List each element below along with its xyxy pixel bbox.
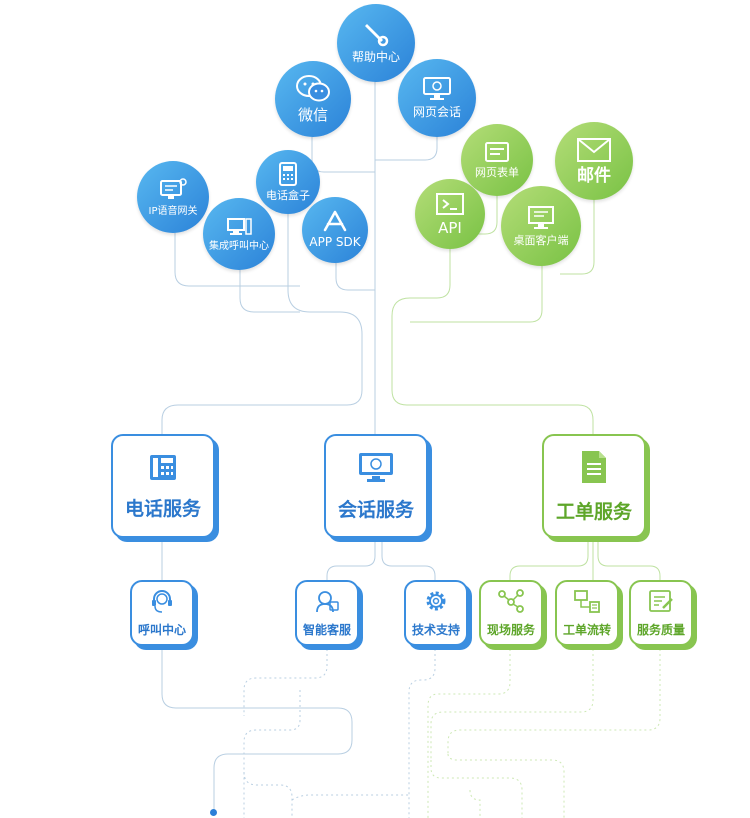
telephone-icon bbox=[148, 452, 178, 486]
service-quality-label: 服务质量 bbox=[636, 623, 685, 637]
web-form-label: 网页表单 bbox=[475, 165, 519, 179]
flow-icon bbox=[572, 588, 602, 618]
app-sdk-label: APP SDK bbox=[309, 235, 361, 250]
line-webchat bbox=[375, 130, 438, 161]
document-icon bbox=[579, 449, 609, 489]
app-sdk-bubble[interactable]: APP SDK bbox=[302, 197, 368, 263]
robot-agent-icon bbox=[314, 588, 340, 618]
chat-service-card[interactable]: 会话服务 bbox=[324, 434, 428, 538]
desktop-client-bubble[interactable]: 桌面客户端 bbox=[501, 186, 581, 266]
field-service-label: 现场服务 bbox=[486, 623, 535, 637]
phone-service-card[interactable]: 电话服务 bbox=[111, 434, 215, 538]
api-label: API bbox=[438, 218, 462, 237]
line-appsdk bbox=[335, 262, 375, 291]
phone-service-label: 电话服务 bbox=[124, 497, 201, 520]
line-email bbox=[560, 188, 595, 275]
ip-gateway-label: IP语音网关 bbox=[148, 205, 198, 217]
service-quality-card[interactable]: 服务质量 bbox=[629, 580, 693, 646]
smart-service-card[interactable]: 智能客服 bbox=[295, 580, 359, 646]
tech-support-card[interactable]: 技术支持 bbox=[404, 580, 468, 646]
desktop-icon bbox=[526, 205, 556, 235]
terminal-icon bbox=[435, 192, 465, 220]
ip-gateway-bubble[interactable]: IP语音网关 bbox=[137, 161, 209, 233]
smart-service-label: 智能客服 bbox=[302, 623, 351, 637]
line-phonebox bbox=[161, 210, 363, 440]
email-label: 邮件 bbox=[577, 165, 611, 186]
app-store-icon bbox=[322, 210, 348, 236]
line-ip bbox=[174, 230, 300, 287]
network-nodes-icon bbox=[496, 588, 526, 618]
field-service-card[interactable]: 现场服务 bbox=[479, 580, 543, 646]
line-webform bbox=[470, 195, 498, 235]
ticket-service-card[interactable]: 工单服务 bbox=[542, 434, 646, 538]
checklist-icon bbox=[647, 588, 675, 618]
ticket-flow-label: 工单流转 bbox=[562, 623, 611, 637]
line-callcenter bbox=[239, 255, 300, 313]
line-end-dot bbox=[210, 809, 217, 816]
line-call-down bbox=[161, 642, 353, 810]
form-icon bbox=[484, 141, 510, 167]
line-ticket-sub1 bbox=[509, 538, 589, 582]
phone-box-label: 电话盒子 bbox=[266, 188, 310, 202]
line-wechat bbox=[311, 130, 375, 173]
email-bubble[interactable]: 邮件 bbox=[555, 122, 633, 200]
callcenter-integration-bubble[interactable]: 集成呼叫中心 bbox=[203, 198, 275, 270]
headset-icon bbox=[149, 588, 175, 618]
computer-icon bbox=[226, 217, 252, 241]
chat-service-label: 会话服务 bbox=[337, 498, 414, 521]
help-center-bubble[interactable]: 帮助中心 bbox=[337, 4, 415, 82]
phone-box-bubble[interactable]: 电话盒子 bbox=[256, 150, 320, 214]
desk-phone-icon bbox=[278, 161, 298, 190]
gear-icon bbox=[423, 588, 449, 618]
web-chat-bubble[interactable]: 网页会话 bbox=[398, 59, 476, 137]
call-center-label: 呼叫中心 bbox=[137, 623, 186, 637]
help-center-label: 帮助中心 bbox=[351, 50, 400, 65]
wechat-icon bbox=[296, 74, 330, 107]
ticket-flow-card[interactable]: 工单流转 bbox=[555, 580, 619, 646]
wechat-bubble[interactable]: 微信 bbox=[275, 61, 351, 137]
line-desktop bbox=[410, 262, 543, 323]
wrench-icon bbox=[363, 21, 389, 51]
api-bubble[interactable]: API bbox=[415, 179, 485, 249]
monitor-chat-icon bbox=[357, 451, 395, 487]
web-form-bubble[interactable]: 网页表单 bbox=[461, 124, 533, 196]
desktop-client-label: 桌面客户端 bbox=[513, 233, 569, 247]
callcenter-integration-label: 集成呼叫中心 bbox=[209, 240, 269, 252]
line-api bbox=[391, 248, 594, 440]
call-center-card[interactable]: 呼叫中心 bbox=[130, 580, 194, 646]
web-chat-label: 网页会话 bbox=[412, 105, 461, 120]
line-ticket-sub3 bbox=[597, 538, 661, 582]
ip-phone-icon bbox=[159, 177, 187, 206]
line-chat-sub1 bbox=[326, 538, 376, 582]
tech-support-label: 技术支持 bbox=[411, 623, 460, 637]
line-chat-sub2 bbox=[381, 538, 436, 582]
wechat-label: 微信 bbox=[297, 105, 328, 124]
envelope-icon bbox=[576, 137, 612, 167]
ticket-service-label: 工单服务 bbox=[555, 500, 632, 523]
monitor-chat-icon bbox=[422, 76, 452, 106]
